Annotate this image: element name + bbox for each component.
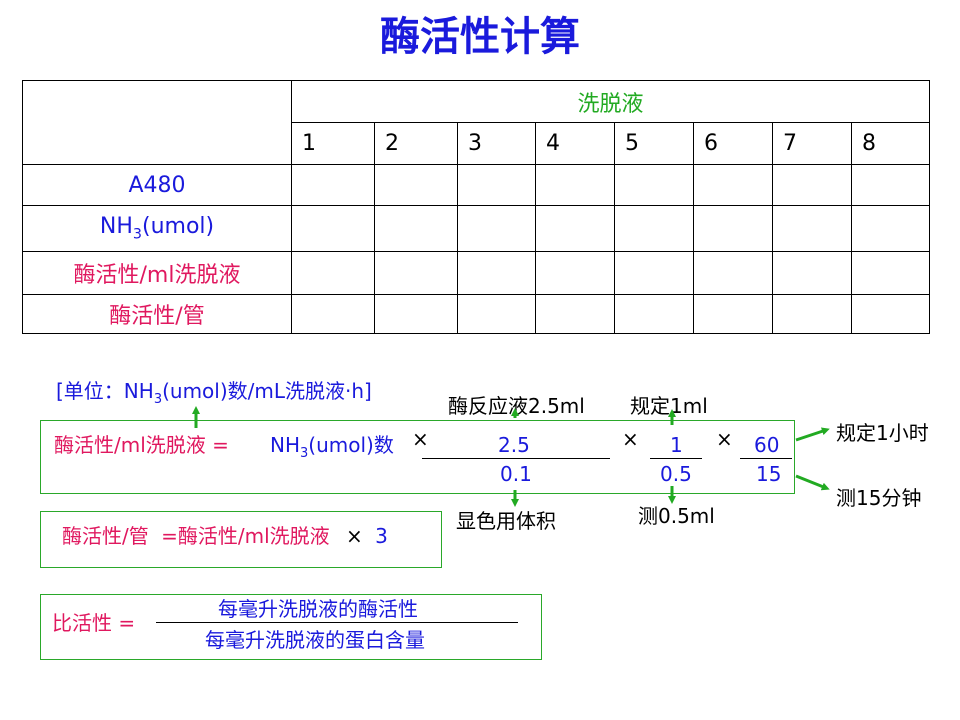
formula2-lhs: 酶活性/管 [62, 524, 149, 548]
table-cell [614, 294, 694, 334]
frac3-numerator: 60 [754, 433, 780, 457]
times-sign: × [716, 427, 733, 451]
table-cell [291, 164, 375, 206]
table-cell [457, 205, 536, 252]
column-header-3: 3 [457, 122, 536, 165]
frac3-bar [740, 458, 792, 459]
page-title: 酶活性计算 [380, 14, 580, 60]
table-row: A480 [22, 164, 930, 206]
times-sign: × [346, 524, 363, 548]
unit-note: [单位：NH3(umol)数/mL洗脱液·h] [56, 379, 372, 407]
column-header-8: 8 [851, 122, 930, 165]
annotation-color-volume: 显色用体积 [456, 509, 556, 533]
table-row: 酶活性/管 [22, 294, 930, 334]
eluate-group-header: 洗脱液 [291, 80, 930, 123]
row-label-nh3: NH3(umol) [22, 205, 292, 252]
table-cell [851, 205, 930, 252]
annotation-specified-1h: 规定1小时 [836, 421, 929, 445]
formula2-factor: 3 [375, 524, 388, 548]
table-corner-cell [22, 80, 292, 165]
formula2-rhs: =酶活性/ml洗脱液 [161, 524, 330, 548]
times-sign: × [412, 427, 429, 451]
table-cell [457, 164, 536, 206]
row-label-activity-per-ml: 酶活性/ml洗脱液 [22, 251, 292, 295]
times-sign: × [622, 427, 639, 451]
column-header-1: 1 [291, 122, 375, 165]
table-row: 酶活性/ml洗脱液 [22, 251, 930, 295]
row-label-a480: A480 [22, 164, 292, 206]
arrow-right-1h [795, 427, 830, 442]
formula1-nh3: NH3(umol)数 [270, 433, 394, 461]
table-cell [457, 294, 536, 334]
table-cell [851, 294, 930, 334]
table-cell [851, 164, 930, 206]
formula3-bar [156, 622, 518, 623]
table-cell [291, 294, 375, 334]
frac2-denominator: 0.5 [660, 462, 692, 486]
table-cell [693, 164, 773, 206]
formula1-lhs: 酶活性/ml洗脱液 = [54, 433, 229, 457]
row-label-activity-per-tube: 酶活性/管 [22, 294, 292, 334]
table-cell [535, 294, 615, 334]
enzyme-activity-table: 洗脱液 1 2 3 4 5 6 7 8 A480 NH3(umol) 酶活性/m… [22, 80, 930, 334]
frac3-denominator: 15 [756, 462, 782, 486]
table-cell [693, 294, 773, 334]
table-cell [374, 205, 458, 252]
formula2: 酶活性/管 =酶活性/ml洗脱液 × 3 [62, 520, 388, 549]
annotation-measured-15min: 测15分钟 [836, 486, 922, 510]
formula3-numerator: 每毫升洗脱液的酶活性 [218, 597, 418, 621]
table-cell [457, 251, 536, 295]
table-cell [851, 251, 930, 295]
formula3-denominator: 每毫升洗脱液的蛋白含量 [205, 628, 425, 652]
frac2-numerator: 1 [670, 433, 683, 457]
frac1-bar [422, 458, 610, 459]
column-header-6: 6 [693, 122, 773, 165]
table-cell [614, 164, 694, 206]
table-cell [374, 294, 458, 334]
table-cell [374, 164, 458, 206]
frac2-bar [650, 458, 702, 459]
column-header-2: 2 [374, 122, 458, 165]
formula3-lhs: 比活性 = [52, 611, 136, 635]
frac1-numerator: 2.5 [498, 433, 530, 457]
column-header-5: 5 [614, 122, 694, 165]
table-cell [614, 205, 694, 252]
formula-activity-per-ml-box [40, 420, 795, 494]
annotation-measured-05ml: 测0.5ml [638, 504, 715, 528]
table-cell [772, 164, 852, 206]
arrow-right-15min [795, 474, 830, 491]
formula-specific-activity-box [40, 594, 542, 660]
column-header-7: 7 [772, 122, 852, 165]
frac1-denominator: 0.1 [500, 462, 532, 486]
formula-activity-per-tube-box [40, 511, 442, 568]
